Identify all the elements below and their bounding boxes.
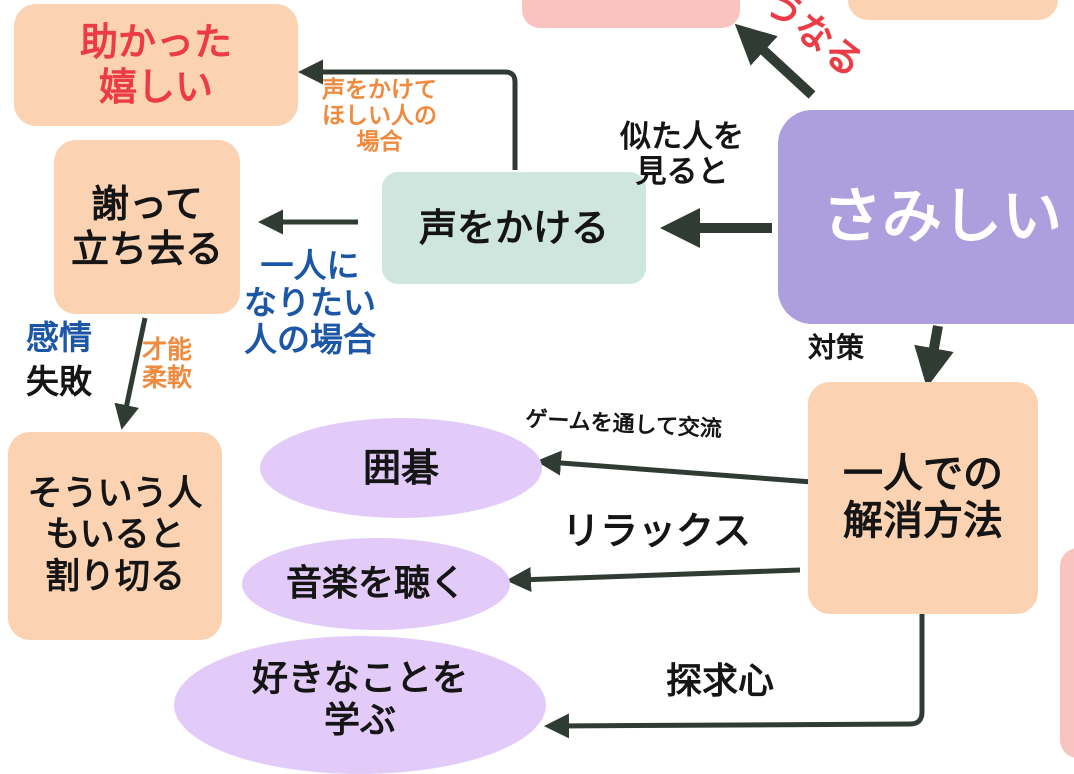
talent-flexible-label: 才能 柔軟 [142, 335, 193, 392]
arrow-center-to-top [734, 23, 816, 99]
failure-label: 失敗 [26, 362, 92, 401]
call-out-label: 声をかける [418, 205, 609, 250]
center-node-sabishii: さみしい [778, 110, 1074, 324]
relieved-label: 助かった 嬉しい [79, 20, 232, 109]
solo-solution-node: 一人での 解消方法 [808, 382, 1038, 614]
relax-label: リラックス [562, 509, 751, 553]
go-node: 囲碁 [260, 418, 542, 518]
arrow-solo-to-study [544, 612, 925, 739]
connector-layer [114, 23, 954, 739]
want-alone-label: 一人に なりたい 人の場合 [244, 246, 376, 359]
music-node: 音楽を聴く [242, 538, 510, 630]
want-help-label: 声をかけて ほしい人の 場合 [322, 77, 437, 155]
measures-label: 対策 [808, 331, 865, 364]
arrow-solo-to-go [536, 450, 813, 485]
accept-label: そういう人 もいると 割り切る [27, 474, 203, 597]
emotion-label: 感情 [26, 318, 92, 357]
arrow-call-out-to-relieved [297, 59, 518, 170]
arrow-apologize-to-accept [114, 317, 148, 430]
similar-person-label: 似た人を 見ると [620, 119, 744, 190]
study-label: 好きなことを 学ぶ [251, 658, 468, 742]
relieved-node: 助かった 嬉しい [14, 4, 298, 126]
arrow-solo-to-music [506, 567, 801, 593]
go-label: 囲碁 [362, 445, 439, 490]
music-label: 音楽を聴く [285, 562, 466, 604]
apologize-label: 謝って 立ち去る [70, 182, 223, 271]
call-out-node: 声をかける [382, 172, 646, 284]
accept-node: そういう人 もいると 割り切る [8, 432, 222, 640]
right-edge-partial-box [1060, 548, 1074, 758]
apologize-node: 謝って 立ち去る [54, 140, 240, 314]
arrow-center-to-solo [914, 325, 954, 388]
top-right-partial-box [848, 0, 1058, 20]
center-node-label: さみしい [822, 181, 1062, 252]
study-node: 好きなことを 学ぶ [174, 636, 546, 774]
solo-solution-label: 一人での 解消方法 [843, 450, 1003, 544]
top-left-partial-box [522, 0, 740, 28]
curiosity-label: 探求心 [666, 661, 775, 702]
